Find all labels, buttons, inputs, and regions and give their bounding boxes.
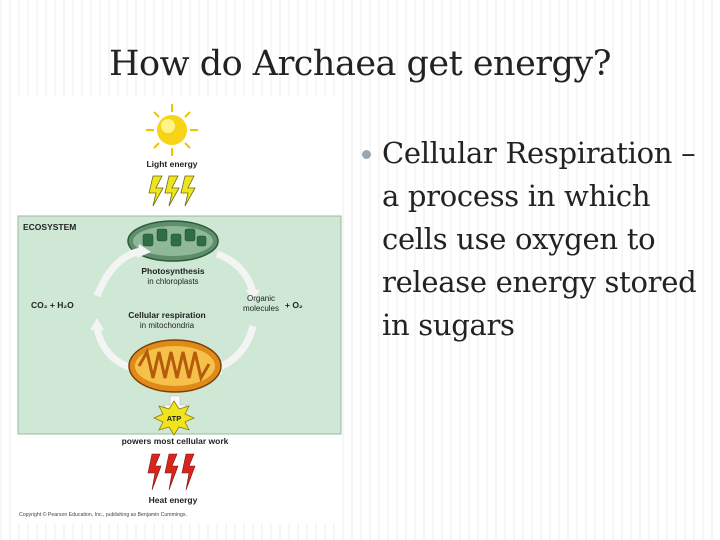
molecules-label: molecules: [243, 304, 279, 313]
chloroplast-icon: [127, 220, 219, 262]
heat-icon: [181, 453, 196, 491]
heat-icon: [164, 453, 179, 491]
ecosystem-label: ECOSYSTEM: [23, 222, 76, 232]
heat-bolts: [147, 453, 196, 491]
cellular-respiration-label: Cellular respiration: [128, 310, 205, 320]
light-bolts: [148, 175, 196, 207]
bullet-marker: [362, 150, 371, 159]
in-mitochondria-label: in mitochondria: [140, 321, 195, 330]
light-energy-label: Light energy: [146, 159, 197, 169]
sun-icon: [146, 104, 198, 156]
organic-label: Organic: [247, 294, 275, 303]
lightning-icon: [164, 175, 180, 207]
atp-label: ATP: [167, 414, 181, 423]
atp-burst-icon: ATP: [153, 400, 195, 436]
bullet-text: Cellular Respiration – a process in whic…: [382, 136, 697, 342]
photosynthesis-label: Photosynthesis: [141, 266, 205, 276]
heat-energy-label: Heat energy: [149, 495, 198, 505]
co2-h2o-label: CO₂ + H₂O: [31, 300, 74, 310]
heat-icon: [147, 453, 162, 491]
copyright-label: Copyright © Pearson Education, Inc., pub…: [19, 511, 187, 518]
bullet-list: Cellular Respiration – a process in whic…: [362, 132, 712, 347]
mitochondrion-icon: [128, 339, 222, 393]
in-chloroplasts-label: in chloroplasts: [147, 277, 198, 286]
o2-label: + O₂: [285, 300, 303, 310]
energy-cycle-figure: Light energy ECOSYSTEM Photosynthesis in…: [17, 96, 342, 524]
slide-title: How do Archaea get energy?: [109, 44, 611, 84]
lightning-icon: [148, 175, 164, 207]
powers-cellular-work-label: powers most cellular work: [122, 436, 229, 446]
lightning-icon: [180, 175, 196, 207]
